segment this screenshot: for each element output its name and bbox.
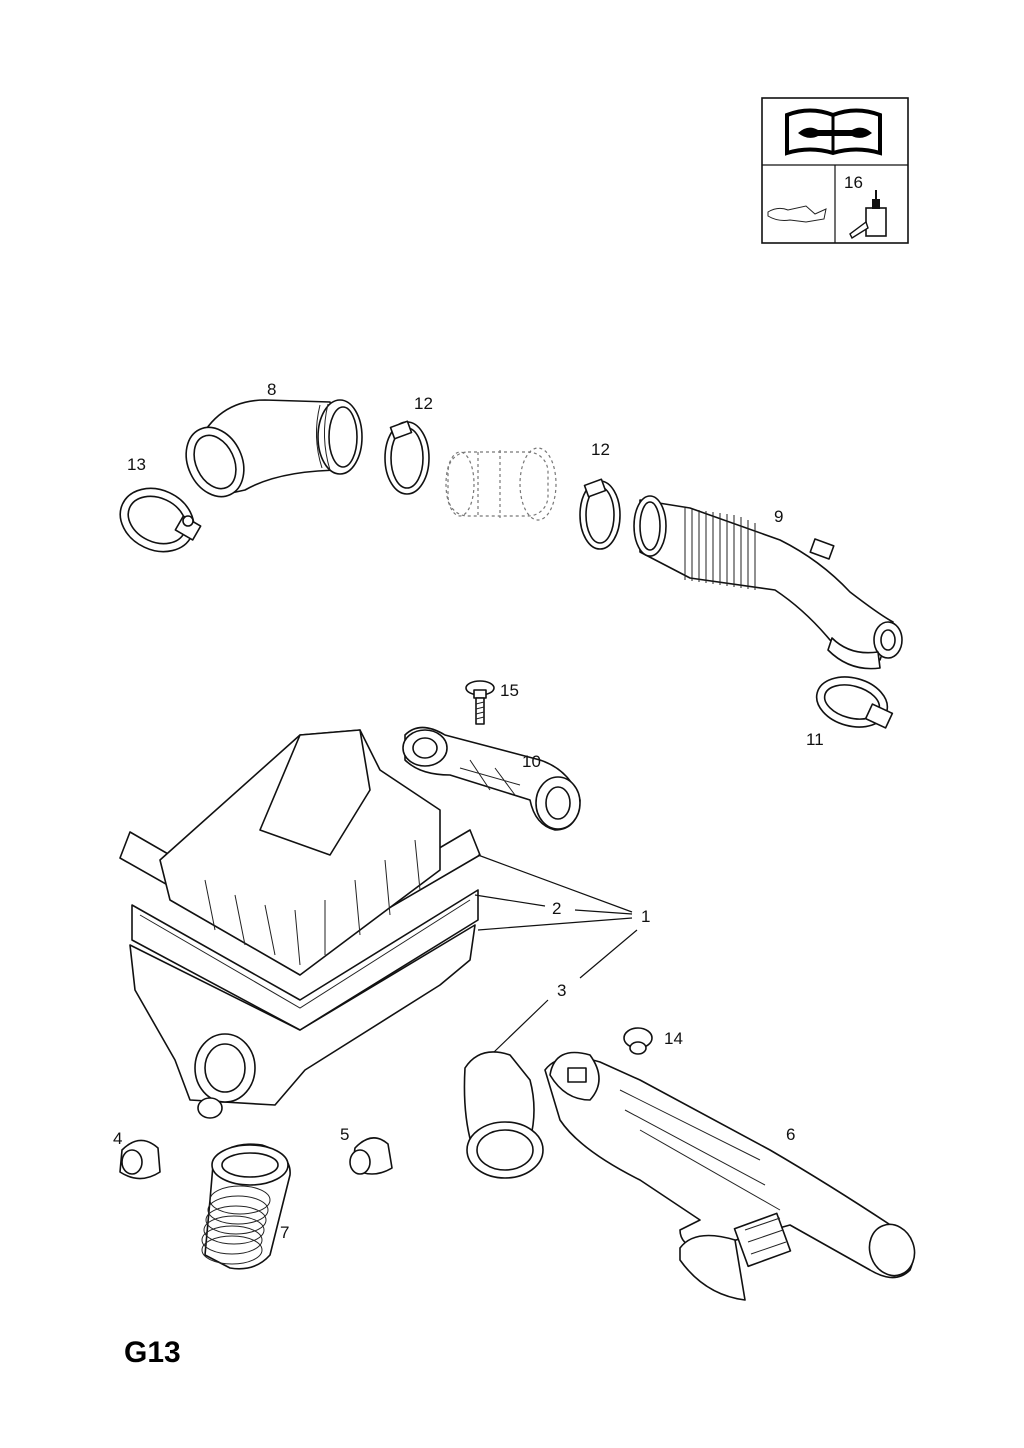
intake-duct-9	[633, 495, 903, 670]
grommet-5	[349, 1137, 393, 1175]
callout-9: 9	[774, 507, 783, 526]
callout-12-right: 12	[591, 440, 610, 459]
callout-10: 10	[522, 752, 541, 771]
callout-1: 1	[641, 907, 650, 926]
resonator-hose-3	[463, 1051, 544, 1179]
callout-3: 3	[557, 981, 566, 1000]
air-flow-meter-outline	[445, 447, 557, 521]
hose-clamp-12-right	[579, 478, 621, 550]
grommet-4	[119, 1139, 161, 1180]
air-intake-snorkel-6	[544, 1051, 916, 1301]
air-cleaner-housing	[119, 729, 481, 1119]
workshop-manual-icon	[785, 108, 882, 156]
callout-2: 2	[552, 899, 561, 918]
callout-6: 6	[786, 1125, 795, 1144]
special-tool-icon	[767, 205, 827, 223]
legend-box: 16	[761, 97, 909, 244]
hose-clamp-12-left	[384, 420, 430, 495]
callout-8: 8	[267, 380, 276, 399]
hose-clamp-13	[119, 487, 202, 553]
callout-13: 13	[127, 455, 146, 474]
tool-number-label: 16	[844, 173, 863, 192]
callout-15: 15	[500, 681, 519, 700]
callout-14: 14	[664, 1029, 683, 1048]
hose-clamp-11	[815, 676, 894, 729]
page-code: G13	[124, 1336, 181, 1369]
flexible-hose-7	[201, 1143, 291, 1270]
bolt-15	[465, 680, 495, 725]
callout-12-left: 12	[414, 394, 433, 413]
callout-11: 11	[806, 730, 824, 749]
sealant-tube-icon	[849, 190, 887, 240]
callout-7: 7	[280, 1223, 289, 1242]
callout-5: 5	[340, 1125, 349, 1144]
mounting-bracket-10	[402, 726, 581, 831]
callout-4: 4	[113, 1129, 122, 1148]
intake-bellows-8	[185, 399, 363, 498]
callout-leaders-1-2-3	[474, 854, 638, 1053]
clip-14	[623, 1027, 653, 1055]
